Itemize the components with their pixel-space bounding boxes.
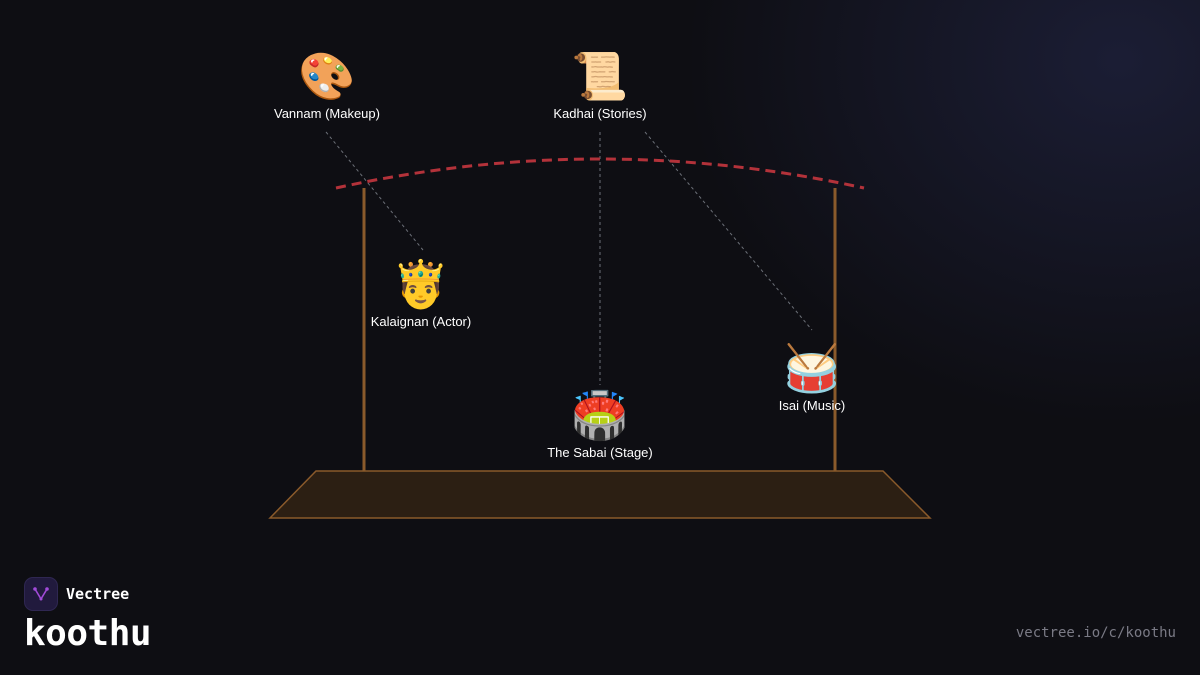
scroll-icon: 📜	[571, 49, 629, 103]
brand-name: Vectree	[66, 585, 130, 603]
stage-platform	[268, 470, 932, 519]
node-label-isai: Isai (Music)	[778, 398, 846, 413]
node-kadhai: 📜 Kadhai (Stories)	[510, 48, 690, 121]
drum-icon: 🥁	[783, 341, 841, 395]
node-label-kadhai: Kadhai (Stories)	[553, 106, 647, 121]
stadium-icon: 🏟️	[571, 388, 629, 442]
brand-row: Vectree	[24, 577, 151, 611]
node-label-vannam: Vannam (Makeup)	[274, 106, 380, 121]
stage-arch	[335, 157, 865, 190]
brand-block: Vectree koothu	[24, 577, 152, 655]
product-name: koothu	[24, 613, 152, 654]
node-sabai: 🏟️ The Sabai (Stage)	[510, 387, 690, 460]
node-label-kalaignan: Kalaignan (Actor)	[370, 314, 472, 329]
vectree-logo-mark	[33, 587, 49, 601]
prince-icon: 🤴	[392, 257, 450, 311]
palette-icon: 🎨	[298, 49, 356, 103]
node-vannam: 🎨 Vannam (Makeup)	[237, 48, 417, 121]
footer-url[interactable]: vectree.io/c/koothu	[1015, 625, 1176, 641]
node-isai: 🥁 Isai (Music)	[722, 340, 902, 413]
connector-vannam-kalaignan	[325, 131, 424, 251]
vectree-logo-icon	[24, 577, 58, 611]
node-label-sabai: The Sabai (Stage)	[547, 445, 653, 460]
connector-kadhai-isai	[644, 131, 813, 331]
node-kalaignan: 🤴 Kalaignan (Actor)	[331, 256, 511, 329]
